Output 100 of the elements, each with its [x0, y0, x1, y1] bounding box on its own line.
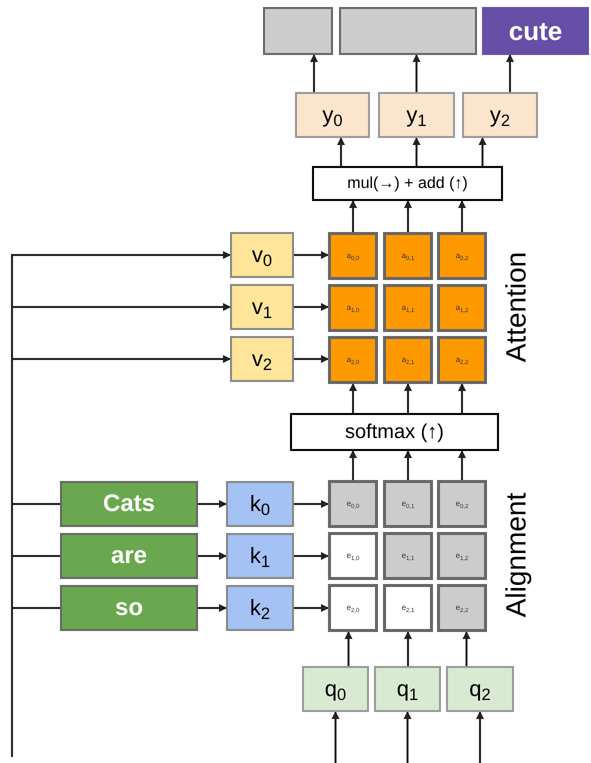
attention-cell	[437, 284, 487, 332]
key-vector-box	[226, 481, 294, 527]
node-label: a$_{1,2}$	[456, 304, 468, 312]
node-label: a$_{2,2}$	[456, 356, 468, 364]
node-label: e$_{1,1}$	[402, 552, 414, 560]
arrow	[404, 450, 412, 480]
arrow	[458, 200, 466, 232]
node-label: e$_{2,2}$	[456, 604, 468, 612]
key-vector-box	[226, 585, 294, 631]
node-label: e$_{1,0}$	[346, 552, 360, 560]
node-label: q$_{0}$	[324, 678, 346, 700]
arrow	[404, 200, 412, 232]
arrow	[478, 137, 486, 166]
node-label: a$_{2,1}$	[402, 356, 414, 364]
alignment-cell	[437, 532, 487, 580]
node-label: v$_{1}$	[252, 296, 272, 318]
node-label: a$_{0,2}$	[456, 252, 468, 260]
input-word-box	[60, 481, 198, 527]
arrow	[198, 604, 227, 612]
attention-cell	[437, 232, 487, 280]
attention-cell	[437, 336, 487, 384]
arrow	[458, 450, 466, 480]
arrow	[458, 383, 466, 413]
node-label: y$_{0}$	[322, 104, 343, 126]
node-label: y$_{2}$	[490, 104, 510, 126]
arrow	[294, 355, 329, 363]
arrow	[332, 711, 340, 763]
attention-cell	[328, 336, 378, 384]
node-label: e$_{2,1}$	[402, 604, 414, 612]
node-label: a$_{1,1}$	[402, 304, 414, 312]
alignment-cell	[328, 532, 378, 580]
arrow	[404, 383, 412, 413]
arrow	[412, 54, 420, 92]
section-label: Attention	[502, 252, 530, 362]
node-label: so	[114, 596, 143, 620]
arrow	[198, 552, 227, 560]
value-vector-box	[230, 336, 294, 382]
node-label: e$_{1,2}$	[456, 552, 468, 560]
value-vector-box	[230, 232, 294, 278]
alignment-cell	[328, 584, 378, 632]
attention-cell	[328, 232, 378, 280]
arrow	[337, 137, 345, 166]
arrow	[294, 500, 329, 508]
node-label: q$_{2}$	[469, 678, 491, 700]
alignment-cell	[328, 480, 378, 528]
attention-cell	[383, 232, 433, 280]
node-label: softmax (↑)	[345, 422, 444, 442]
arrow	[404, 631, 412, 666]
arrow	[462, 631, 470, 666]
attention-cell	[383, 336, 433, 384]
arrow	[310, 54, 318, 92]
node-label: e$_{2,0}$	[346, 604, 360, 612]
node-label: y$_{1}$	[406, 104, 427, 126]
node-label: v$_{0}$	[252, 244, 272, 266]
node-label: e$_{0,0}$	[346, 500, 360, 508]
arrow	[344, 631, 352, 666]
arrow	[476, 711, 484, 763]
output-word-box	[482, 7, 589, 55]
query-vector-box	[374, 666, 441, 712]
arrow	[506, 54, 514, 92]
section-label: Alignment	[502, 492, 530, 618]
output-vector-box	[378, 92, 455, 138]
output-vector-box	[462, 92, 538, 138]
output-vector-box	[295, 92, 370, 138]
alignment-cell	[383, 480, 433, 528]
node-label: e$_{0,2}$	[456, 500, 468, 508]
operation-box	[290, 413, 499, 451]
query-vector-box	[302, 666, 369, 712]
node-label: Cats	[102, 492, 156, 516]
alignment-cell	[383, 532, 433, 580]
node-label: a$_{1,0}$	[346, 304, 360, 312]
alignment-cell	[437, 480, 487, 528]
output-box	[339, 7, 477, 55]
arrow	[412, 137, 420, 166]
output-box	[263, 7, 333, 55]
node-label: a$_{0,1}$	[402, 252, 414, 260]
alignment-cell	[383, 584, 433, 632]
arrow	[404, 711, 412, 763]
node-label: e$_{0,1}$	[402, 500, 414, 508]
operation-box	[312, 166, 503, 201]
arrow	[349, 450, 357, 480]
arrow	[349, 200, 357, 232]
arrow	[198, 500, 227, 508]
node-label: are	[110, 544, 148, 568]
attention-cell	[383, 284, 433, 332]
node-label: mul(→) + add (↑)	[347, 176, 468, 192]
arrow	[294, 251, 329, 259]
value-vector-box	[230, 284, 294, 330]
arrow	[349, 383, 357, 413]
alignment-cell	[437, 584, 487, 632]
node-label: k$_{1}$	[250, 545, 270, 567]
arrow	[294, 552, 329, 560]
query-vector-box	[446, 666, 514, 712]
node-label: a$_{2,0}$	[346, 356, 360, 364]
node-label: a$_{0,0}$	[346, 252, 360, 260]
input-word-box	[60, 533, 198, 579]
node-label: q$_{1}$	[396, 678, 418, 700]
key-vector-box	[226, 533, 294, 579]
attention-cell	[328, 284, 378, 332]
arrow	[294, 604, 329, 612]
